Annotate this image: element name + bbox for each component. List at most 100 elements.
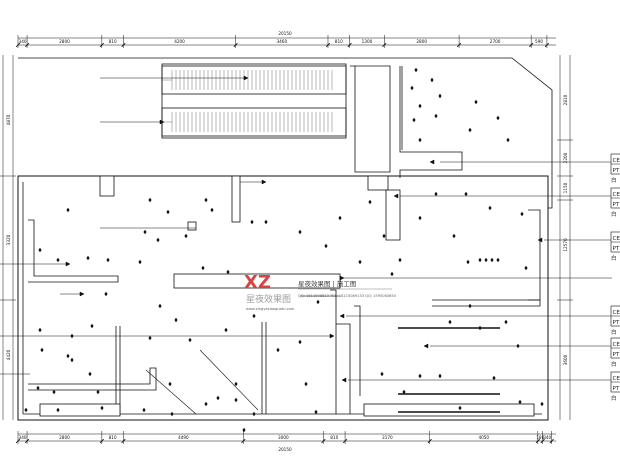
tag-code: CE (613, 310, 620, 316)
light-symbol-80 (430, 77, 434, 83)
material-tag-6: CE PT 白 (610, 371, 620, 402)
right-dimension-5: 3600 (563, 354, 568, 365)
tag-type: PT (613, 352, 620, 358)
bottom-segment-2: 2800 (59, 435, 70, 440)
light-symbol-22 (496, 257, 500, 263)
tag-type: PT (613, 246, 620, 252)
light-symbol-26 (298, 229, 302, 235)
light-symbol-89 (496, 115, 500, 121)
shelf-strips (398, 327, 500, 413)
tag-color: 白 (611, 254, 617, 262)
tag-type: PT (613, 386, 620, 392)
light-symbol-5 (210, 207, 214, 213)
bottom-segment-9: 180 (536, 435, 544, 440)
light-symbol-13 (86, 255, 90, 261)
bottom-segment-8: 4050 (478, 435, 489, 440)
light-symbol-92 (390, 271, 394, 277)
light-symbol-82 (438, 93, 442, 99)
light-symbol-23 (466, 259, 470, 265)
watermark-contact: QQ: 1611508813 TEL: 18115089133 QQ: 1595… (298, 294, 397, 298)
leader-arrows (0, 75, 612, 383)
light-symbol-9 (156, 237, 160, 243)
light-symbol-33 (104, 291, 108, 297)
tag-code: CE (613, 158, 620, 164)
light-symbol-38 (70, 333, 74, 339)
tag-code: CE (613, 376, 620, 382)
light-symbol-29 (418, 215, 422, 221)
light-symbol-62 (380, 371, 384, 377)
tag-code: CE (613, 192, 620, 198)
light-symbol-30 (434, 191, 438, 197)
watermark-url: www.xingyexiaoguotu.com (246, 307, 295, 311)
left-dimension-1: 4870 (6, 114, 11, 125)
top-segment-9: 2700 (490, 39, 501, 44)
light-symbol-93 (464, 191, 468, 197)
light-symbol-76 (168, 381, 172, 387)
top-segment-10: 590 (535, 39, 543, 44)
light-symbol-87 (468, 127, 472, 133)
light-symbol-39 (38, 327, 42, 333)
light-symbol-71 (402, 389, 406, 395)
light-symbol-43 (70, 357, 74, 363)
light-symbol-34 (158, 303, 162, 309)
tag-color: 白 (611, 328, 617, 336)
light-symbol-51 (142, 407, 146, 413)
bottom-segment-1: 340 (19, 435, 27, 440)
light-symbol-19 (478, 257, 482, 263)
light-symbol-28 (368, 199, 372, 205)
bottom-segment-6: 810 (330, 435, 338, 440)
light-symbol-17 (56, 257, 60, 263)
light-symbol-69 (492, 375, 496, 381)
bottom-segment-3: 810 (109, 435, 117, 440)
left-dimension-chain (0, 55, 16, 420)
right-dimension-4: 12570 (563, 238, 568, 252)
light-symbol-20 (484, 257, 488, 263)
top-segment-1: 340 (19, 39, 27, 44)
top-segment-3: 810 (109, 39, 117, 44)
light-symbol-75 (234, 397, 238, 403)
light-symbol-67 (504, 319, 508, 325)
light-symbol-77 (148, 335, 152, 341)
watermark: XZ 星夜效果图 | 施工图 星夜效果图 QQ: 1611508813 TEL:… (244, 272, 397, 311)
light-symbol-36 (252, 313, 256, 319)
tag-color: 白 (611, 176, 617, 184)
light-symbol-61 (314, 409, 318, 415)
light-symbol-44 (88, 371, 92, 377)
light-symbol-46 (52, 389, 56, 395)
light-symbol-95 (324, 243, 328, 249)
escalator-steps (162, 70, 333, 132)
light-symbol-54 (216, 395, 220, 401)
light-symbol-49 (24, 407, 28, 413)
light-symbol-94 (488, 205, 492, 211)
top-segment-5: 3460 (276, 39, 287, 44)
light-symbol-2 (204, 197, 208, 203)
light-symbol-74 (540, 401, 544, 407)
left-dimension-3: 4420 (6, 349, 11, 360)
light-symbol-40 (40, 347, 44, 353)
light-symbol-48 (100, 405, 104, 411)
tag-code: CE (613, 236, 620, 242)
light-symbol-24 (398, 257, 402, 263)
material-tag-3: CE PT 白 (610, 231, 620, 262)
tag-color: 白 (611, 394, 617, 402)
light-symbol-27 (338, 215, 342, 221)
top-segment-2: 2800 (59, 39, 70, 44)
light-symbol-25 (524, 265, 528, 271)
light-symbol-6 (250, 219, 254, 225)
bottom-segment-10: 340 (543, 435, 551, 440)
light-symbol-70 (438, 373, 442, 379)
bottom-segment-7: 3170 (382, 435, 393, 440)
light-symbol-91 (358, 259, 362, 265)
light-symbol-63 (418, 373, 422, 379)
light-symbol-52 (170, 411, 174, 417)
top-total-dimension: 20150 (278, 31, 292, 36)
light-symbol-37 (174, 317, 178, 323)
light-symbol-86 (418, 137, 422, 143)
light-symbol-32 (452, 233, 456, 239)
light-symbol-7 (264, 219, 268, 225)
light-symbol-59 (298, 339, 302, 345)
watermark-name: 星夜效果图 (246, 293, 291, 305)
